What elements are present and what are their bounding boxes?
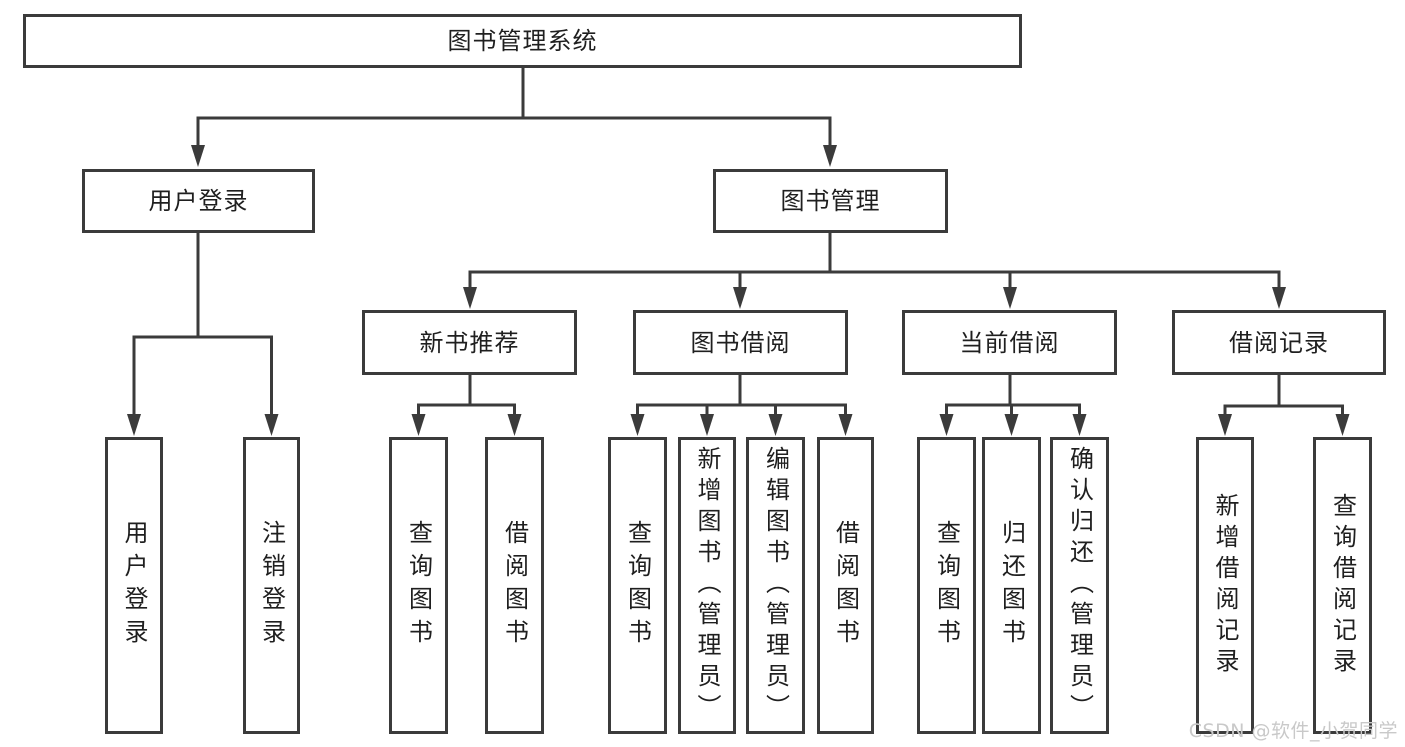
leaf-query-books-current: 查询图书 bbox=[917, 437, 976, 734]
node-new-book-recommend: 新书推荐 bbox=[362, 310, 577, 375]
leaf-label: 确认归还（管理员） bbox=[1065, 446, 1094, 725]
leaf-edit-books-admin: 编辑图书（管理员） bbox=[746, 437, 805, 734]
leaf-query-books-recommend: 查询图书 bbox=[389, 437, 448, 734]
leaf-label: 借阅图书 bbox=[831, 519, 860, 652]
node-label: 图书管理系统 bbox=[447, 27, 598, 55]
node-book-management: 图书管理 bbox=[713, 169, 948, 233]
connector-paths bbox=[132, 68, 1344, 417]
node-borrow-records: 借阅记录 bbox=[1172, 310, 1386, 375]
arrowheads bbox=[127, 145, 1350, 436]
node-root-system: 图书管理系统 bbox=[23, 14, 1022, 68]
node-label: 借阅记录 bbox=[1229, 328, 1329, 357]
leaf-borrow-books: 借阅图书 bbox=[817, 437, 874, 734]
leaf-label: 归还图书 bbox=[997, 519, 1026, 652]
leaf-user-login: 用户登录 bbox=[105, 437, 163, 734]
node-label: 新书推荐 bbox=[419, 328, 520, 357]
node-label: 当前借阅 bbox=[959, 328, 1060, 357]
leaf-borrow-books-recommend: 借阅图书 bbox=[485, 437, 544, 734]
node-book-borrow: 图书借阅 bbox=[633, 310, 848, 375]
leaf-label: 查询图书 bbox=[404, 519, 433, 652]
node-label: 图书借阅 bbox=[690, 328, 791, 357]
node-label: 用户登录 bbox=[148, 187, 249, 215]
leaf-query-borrow-record: 查询借阅记录 bbox=[1313, 437, 1372, 734]
leaf-add-books-admin: 新增图书（管理员） bbox=[678, 437, 736, 734]
node-label: 图书管理 bbox=[780, 187, 881, 215]
node-current-borrow: 当前借阅 bbox=[902, 310, 1117, 375]
leaf-add-borrow-record: 新增借阅记录 bbox=[1196, 437, 1254, 734]
leaf-label: 查询图书 bbox=[623, 519, 652, 652]
leaf-return-books: 归还图书 bbox=[982, 437, 1041, 734]
leaf-label: 查询借阅记录 bbox=[1328, 492, 1357, 679]
csdn-watermark: CSDN @软件_小贺同学 bbox=[1188, 720, 1398, 742]
leaf-label: 新增借阅记录 bbox=[1211, 492, 1239, 679]
leaf-label: 查询图书 bbox=[932, 519, 961, 652]
leaf-logout: 注销登录 bbox=[243, 437, 300, 734]
leaf-label: 注销登录 bbox=[257, 519, 286, 652]
leaf-confirm-return-admin: 确认归还（管理员） bbox=[1050, 437, 1109, 734]
leaf-label: 用户登录 bbox=[120, 519, 148, 652]
node-user-login: 用户登录 bbox=[82, 169, 315, 233]
leaf-label: 借阅图书 bbox=[500, 519, 529, 652]
leaf-label: 新增图书（管理员） bbox=[693, 446, 721, 725]
leaf-query-books-borrow: 查询图书 bbox=[608, 437, 667, 734]
leaf-label: 编辑图书（管理员） bbox=[761, 446, 790, 725]
